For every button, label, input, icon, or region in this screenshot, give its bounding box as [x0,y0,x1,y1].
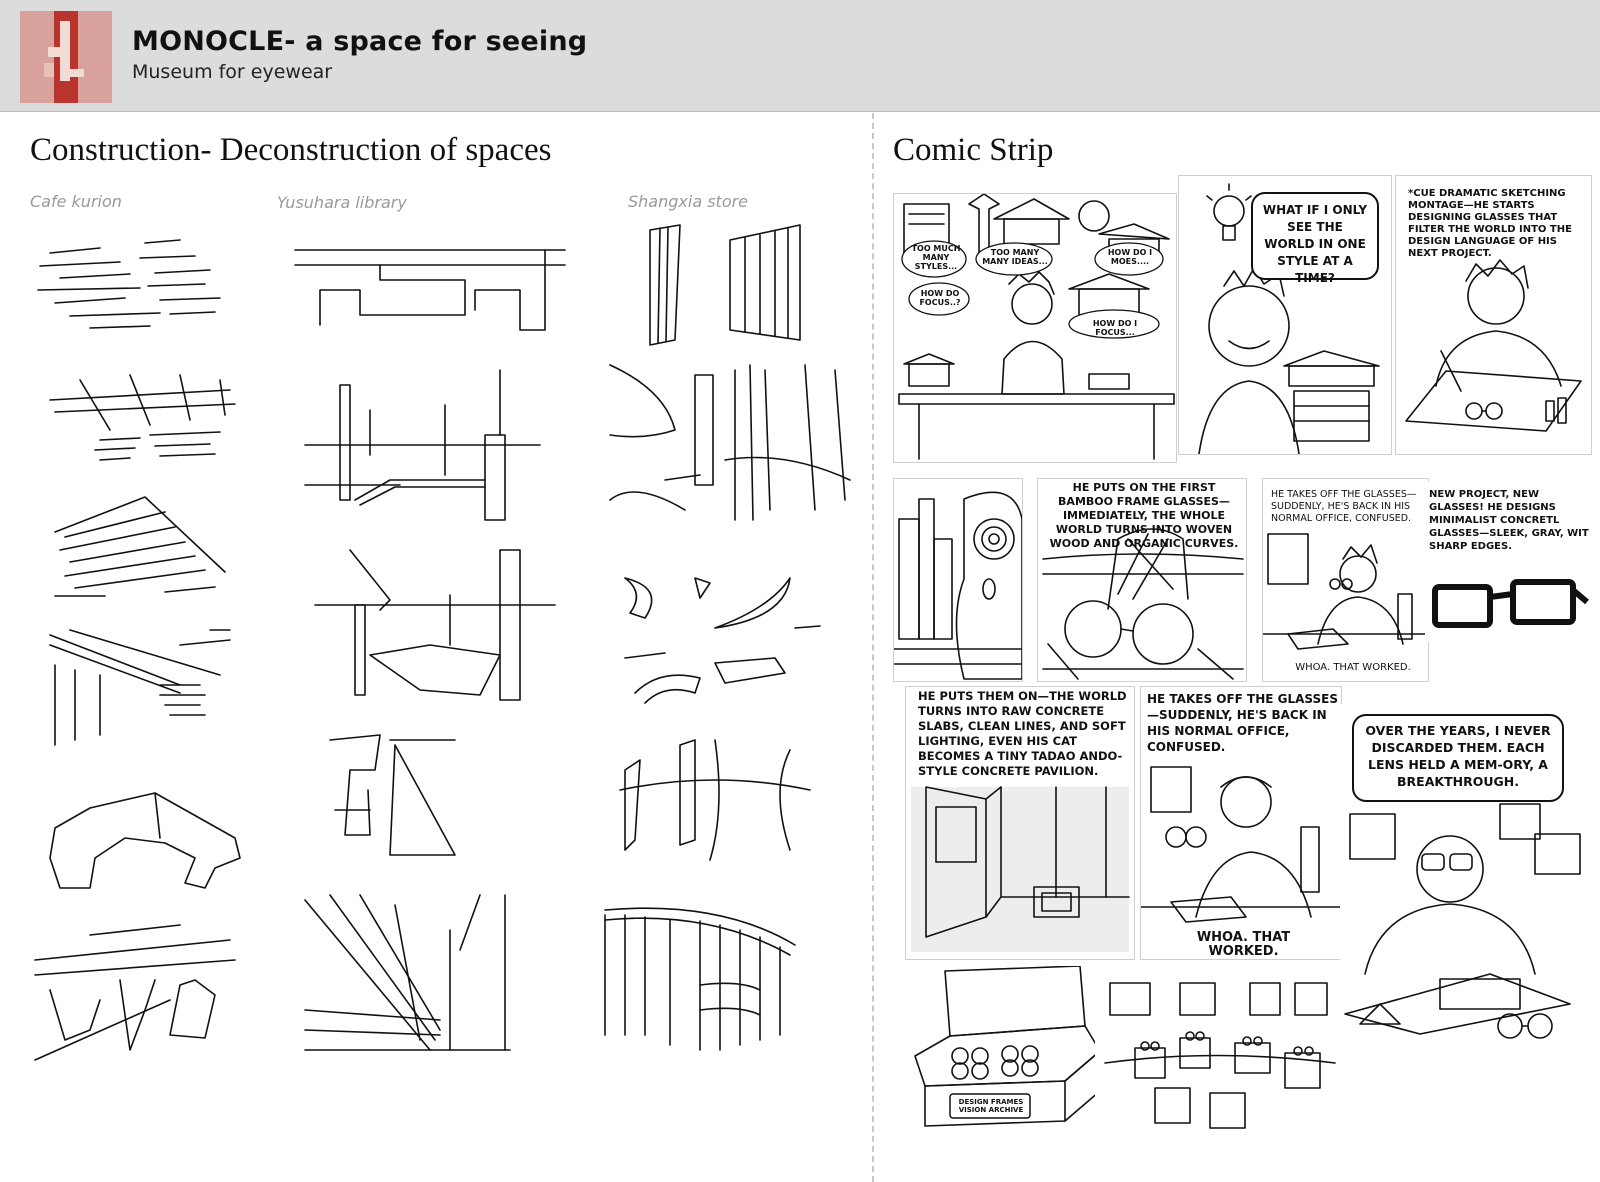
sketch-store-4 [615,730,815,865]
sketch-library-4 [320,730,490,865]
sketch-cafe-5 [45,788,245,898]
comic-panel-4 [893,478,1023,682]
comic-panel-7: NEW PROJECT, NEW GLASSES! HE DESIGNS MIN… [1425,482,1590,642]
comic-panel-2: WHAT IF I ONLY SEE THE WORLD IN ONE STYL… [1178,175,1392,455]
sketch-library-5 [300,890,520,1060]
page-title: MONOCLE- a space for seeing [132,26,588,57]
comic-panel-1: TOO MUCH MANY STYLES... TOO MANY MANY ID… [893,193,1177,463]
sketch-library-2 [300,365,560,525]
sketch-store-1 [620,220,820,350]
thought-too-much-styles: TOO MUCH MANY STYLES... [911,244,961,271]
sketch-cafe-6 [30,920,240,1070]
left-section-title: Construction- Deconstruction of spaces [30,132,552,168]
comic-panel-12 [1095,968,1343,1133]
caption-bamboo-glasses: HE PUTS ON THE FIRST BAMBOO FRAME GLASSE… [1049,481,1239,550]
sketch-store-2 [605,360,855,525]
caption-sketching-montage: *CUE DRAMATIC SKETCHING MONTAGE—HE START… [1408,188,1572,259]
column-label-cafe-kurion: Cafe kurion [30,192,122,211]
caption-takes-off-glasses-1: HE TAKES OFF THE GLASSES—SUDDENLY, HE'S … [1271,489,1417,524]
comic-panel-6: HE TAKES OFF THE GLASSES—SUDDENLY, HE'S … [1262,478,1429,682]
caption-whoa-1: WHOA. THAT WORKED. [1295,662,1411,673]
comic-panel-5: HE PUTS ON THE FIRST BAMBOO FRAME GLASSE… [1037,478,1247,682]
column-label-shangxia-store: Shangxia store [628,192,749,211]
caption-concrete-world: HE PUTS THEM ON—THE WORLD TURNS INTO RAW… [918,689,1127,778]
sketch-cafe-3 [45,492,245,612]
logo-image [20,11,112,103]
thought-how-do-i-moes: HOW DO I MOES.... [1107,248,1153,266]
sketch-cafe-2 [40,370,240,470]
caption-takes-off-glasses-2: HE TAKES OFF THE GLASSES—SUDDENLY, HE'S … [1147,692,1339,754]
page-subtitle: Museum for eyewear [132,61,333,83]
right-section-title: Comic Strip [893,132,1054,168]
thought-how-do-i-focus: HOW DO I FOCUS... [1092,319,1138,337]
comic-panel-3: *CUE DRAMATIC SKETCHING MONTAGE—HE START… [1395,175,1592,455]
sketch-library-3 [300,545,560,705]
header-bar: MONOCLE- a space for seeing Museum for e… [0,0,1600,112]
comic-panel-9: HE TAKES OFF THE GLASSES—SUDDENLY, HE'S … [1140,686,1342,960]
caption-new-project: NEW PROJECT, NEW GLASSES! HE DESIGNS MIN… [1429,489,1589,552]
box-label-design-frames: DESIGN FRAMES VISION ARCHIVE [958,1098,1024,1114]
sketch-cafe-4 [30,625,240,750]
sketch-store-3 [615,548,825,713]
comic-panel-8: HE PUTS THEM ON—THE WORLD TURNS INTO RAW… [905,686,1135,960]
thought-too-many-ideas: TOO MANY MANY IDEAS... [982,248,1048,266]
sketch-library-1 [290,240,570,340]
speech-bubble-over-the-years: OVER THE YEARS, I NEVER DISCARDED THEM. … [1352,714,1564,802]
speech-bubble-what-if: WHAT IF I ONLY SEE THE WORLD IN ONE STYL… [1251,192,1379,285]
comic-panel-10: OVER THE YEARS, I NEVER DISCARDED THEM. … [1340,704,1590,1064]
sketch-store-5 [600,905,810,1065]
column-label-yusuhara-library: Yusuhara library [277,193,407,212]
section-divider [872,113,874,1182]
sketch-cafe-1 [30,228,230,343]
thought-how-do-focus: HOW DO FOCUS..? [919,289,961,307]
comic-panel-11: DESIGN FRAMES VISION ARCHIVE [905,966,1103,1131]
caption-whoa-2: WHOA. THAT WORKED. [1196,930,1291,959]
